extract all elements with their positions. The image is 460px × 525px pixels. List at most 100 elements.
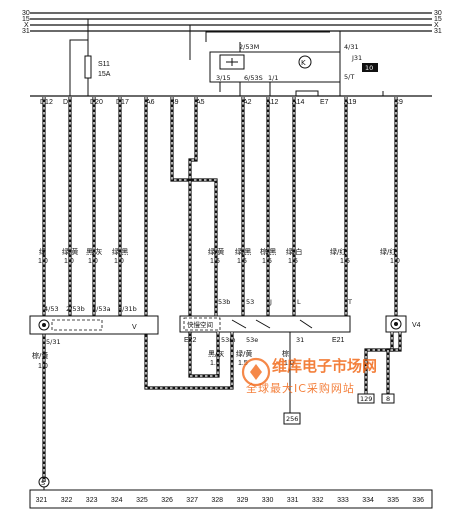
conn-a6: A6 — [146, 99, 155, 106]
conn-e7: E7 — [320, 99, 329, 106]
conn-a5: A5 — [196, 99, 205, 106]
switch-pin: 53b — [218, 298, 230, 306]
wire-label-size: 1.5 — [340, 258, 350, 265]
bottom-number: 323 — [86, 497, 98, 504]
relay-tag: 10 — [365, 64, 373, 72]
switch-pin: J — [269, 298, 272, 306]
bus-label-left-30: 30 — [22, 10, 30, 17]
switch-e22: 快慢空间 53b 53 J L T E22 E21 53m 53e 31 256 — [179, 298, 352, 425]
conn-c9: C9 — [394, 99, 403, 106]
wire-label-size: 1.0 — [390, 258, 400, 265]
wire-label-size: 1.0 — [38, 258, 48, 265]
relay-j31: K 2/53M 3/15 6/53S 1/1 4/31 5/T J31 10 — [189, 25, 378, 96]
relay-pin-1-1: 1/1 — [268, 74, 278, 82]
wire-label-color: 绿/白 — [286, 247, 302, 256]
relay-pin-3-15: 3/15 — [216, 74, 231, 82]
wire-labels: 绿 1.0 绿/黄 1.0 黑/灰 1.0 绿/黑 1.0 绿/黄 1.5 绿/… — [38, 247, 400, 265]
wire-label-size: 1.5 — [288, 258, 298, 265]
ground-point: S — [38, 476, 50, 490]
fuse-s11: S11 15A — [69, 19, 111, 96]
module-v: 4/53 2/53b 1/53a 3/31b V 5/31 — [29, 305, 159, 346]
wire-label-color: 黑/灰 — [86, 247, 102, 256]
ground-wire-size: 1.0 — [38, 363, 48, 370]
lower-wire-color: 棕 — [282, 349, 289, 358]
wire-label-color: 绿 — [39, 247, 46, 256]
conn-d12: D12 — [40, 99, 53, 106]
module-v-bottom-pin: 5/31 — [46, 338, 61, 346]
bottom-number: 336 — [412, 497, 424, 504]
bus-label-left-31: 31 — [22, 28, 30, 35]
ref-129: 129 — [360, 395, 372, 403]
wire-label-size: 1.5 — [262, 258, 272, 265]
switch-bottom-pin: 53e — [246, 336, 258, 344]
bottom-number: 332 — [312, 497, 324, 504]
wire-label-color: 绿/红 — [330, 247, 346, 256]
watermark-line1: 维库电子市场网 — [272, 357, 377, 375]
bus-label-left-15: 15 — [22, 16, 30, 23]
fuse-id: S11 — [98, 61, 110, 68]
wire-label-color: 绿/红 — [380, 247, 396, 256]
wire-label-size: 1.5 — [210, 258, 220, 265]
bottom-number: 324 — [111, 497, 123, 504]
bus-label-right-30: 30 — [434, 10, 442, 17]
ref-256: 256 — [286, 415, 298, 423]
switch-inner-label: 快慢空间 — [187, 320, 213, 329]
wire-label-size: 1.5 — [237, 258, 247, 265]
switch-extra-label: E21 — [332, 337, 345, 344]
wire-label-size: 1.0 — [88, 258, 98, 265]
bus-label-left-x: X — [24, 22, 29, 29]
switch-pin: T — [347, 298, 352, 306]
wire-label-color: 绿/黄 — [208, 247, 224, 256]
bus-label-right-31: 31 — [434, 28, 442, 35]
lower-wire-size: 1.5 — [210, 360, 220, 367]
wire-label-size: 1.0 — [114, 258, 124, 265]
lower-wire-color: 黑/灰 — [208, 349, 224, 358]
fuse-rating: 15A — [98, 71, 111, 78]
bottom-number: 325 — [136, 497, 148, 504]
bottom-number: 321 — [36, 497, 48, 504]
wire-label-color: 绿/黑 — [235, 247, 251, 256]
lower-wire-color: 绿/黄 — [236, 349, 252, 358]
relay-symbol: K — [301, 59, 306, 67]
conn-b9: B9 — [170, 99, 179, 106]
wires — [42, 97, 398, 482]
bottom-number: 322 — [61, 497, 73, 504]
watermark-line2: 全球最大IC采购网站 — [246, 381, 355, 395]
top-bus: 30 15 X 31 30 15 X 31 — [22, 10, 442, 35]
wire-label-color: 绿/黑 — [112, 247, 128, 256]
wire-label-color: 绿/黄 — [62, 247, 78, 256]
wire-label-color: 棕/黑 — [260, 247, 276, 256]
relay-ref: J31 — [351, 54, 362, 62]
lower-wire-size: 1.0 — [284, 360, 294, 367]
bottom-number: 327 — [186, 497, 198, 504]
module-v-label: V — [132, 324, 137, 331]
relay-pin-2-53m: 2/53M — [239, 43, 259, 51]
bottom-number: 330 — [262, 497, 274, 504]
switch-bottom-pin: 31 — [296, 336, 304, 344]
v4-label: V4 — [412, 322, 421, 329]
bottom-number: 331 — [287, 497, 299, 504]
wire-label-size: 1.0 — [64, 258, 74, 265]
ground-point-label: S — [41, 479, 45, 487]
conn-a2: A2 — [243, 99, 252, 106]
switch-label: E22 — [184, 337, 197, 344]
bottom-number: 328 — [211, 497, 223, 504]
conn-a19: A19 — [344, 99, 357, 106]
bottom-number: 334 — [362, 497, 374, 504]
module-v-pin: 4/53 — [44, 305, 59, 313]
conn-d9: D9 — [63, 99, 72, 106]
conn-a12: A12 — [266, 99, 279, 106]
module-v-pin: 1/53a — [92, 305, 111, 313]
lower-wire-size: 1.5 — [238, 360, 248, 367]
switch-bottom-pin: 53m — [221, 336, 236, 344]
module-v-pin: 2/53b — [66, 305, 85, 313]
watermark: 维库电子市场网 全球最大IC采购网站 — [241, 357, 377, 395]
bottom-number: 333 — [337, 497, 349, 504]
bottom-number: 335 — [387, 497, 399, 504]
switch-pin: L — [297, 298, 301, 306]
module-v-pin: 3/31b — [118, 305, 137, 313]
bus-label-right-15: 15 — [434, 16, 442, 23]
conn-d17: D17 — [116, 99, 129, 106]
connector-labels: D12 D9 D20 D17 A6 B9 A5 A2 A12 A14 E7 A1… — [40, 99, 403, 106]
